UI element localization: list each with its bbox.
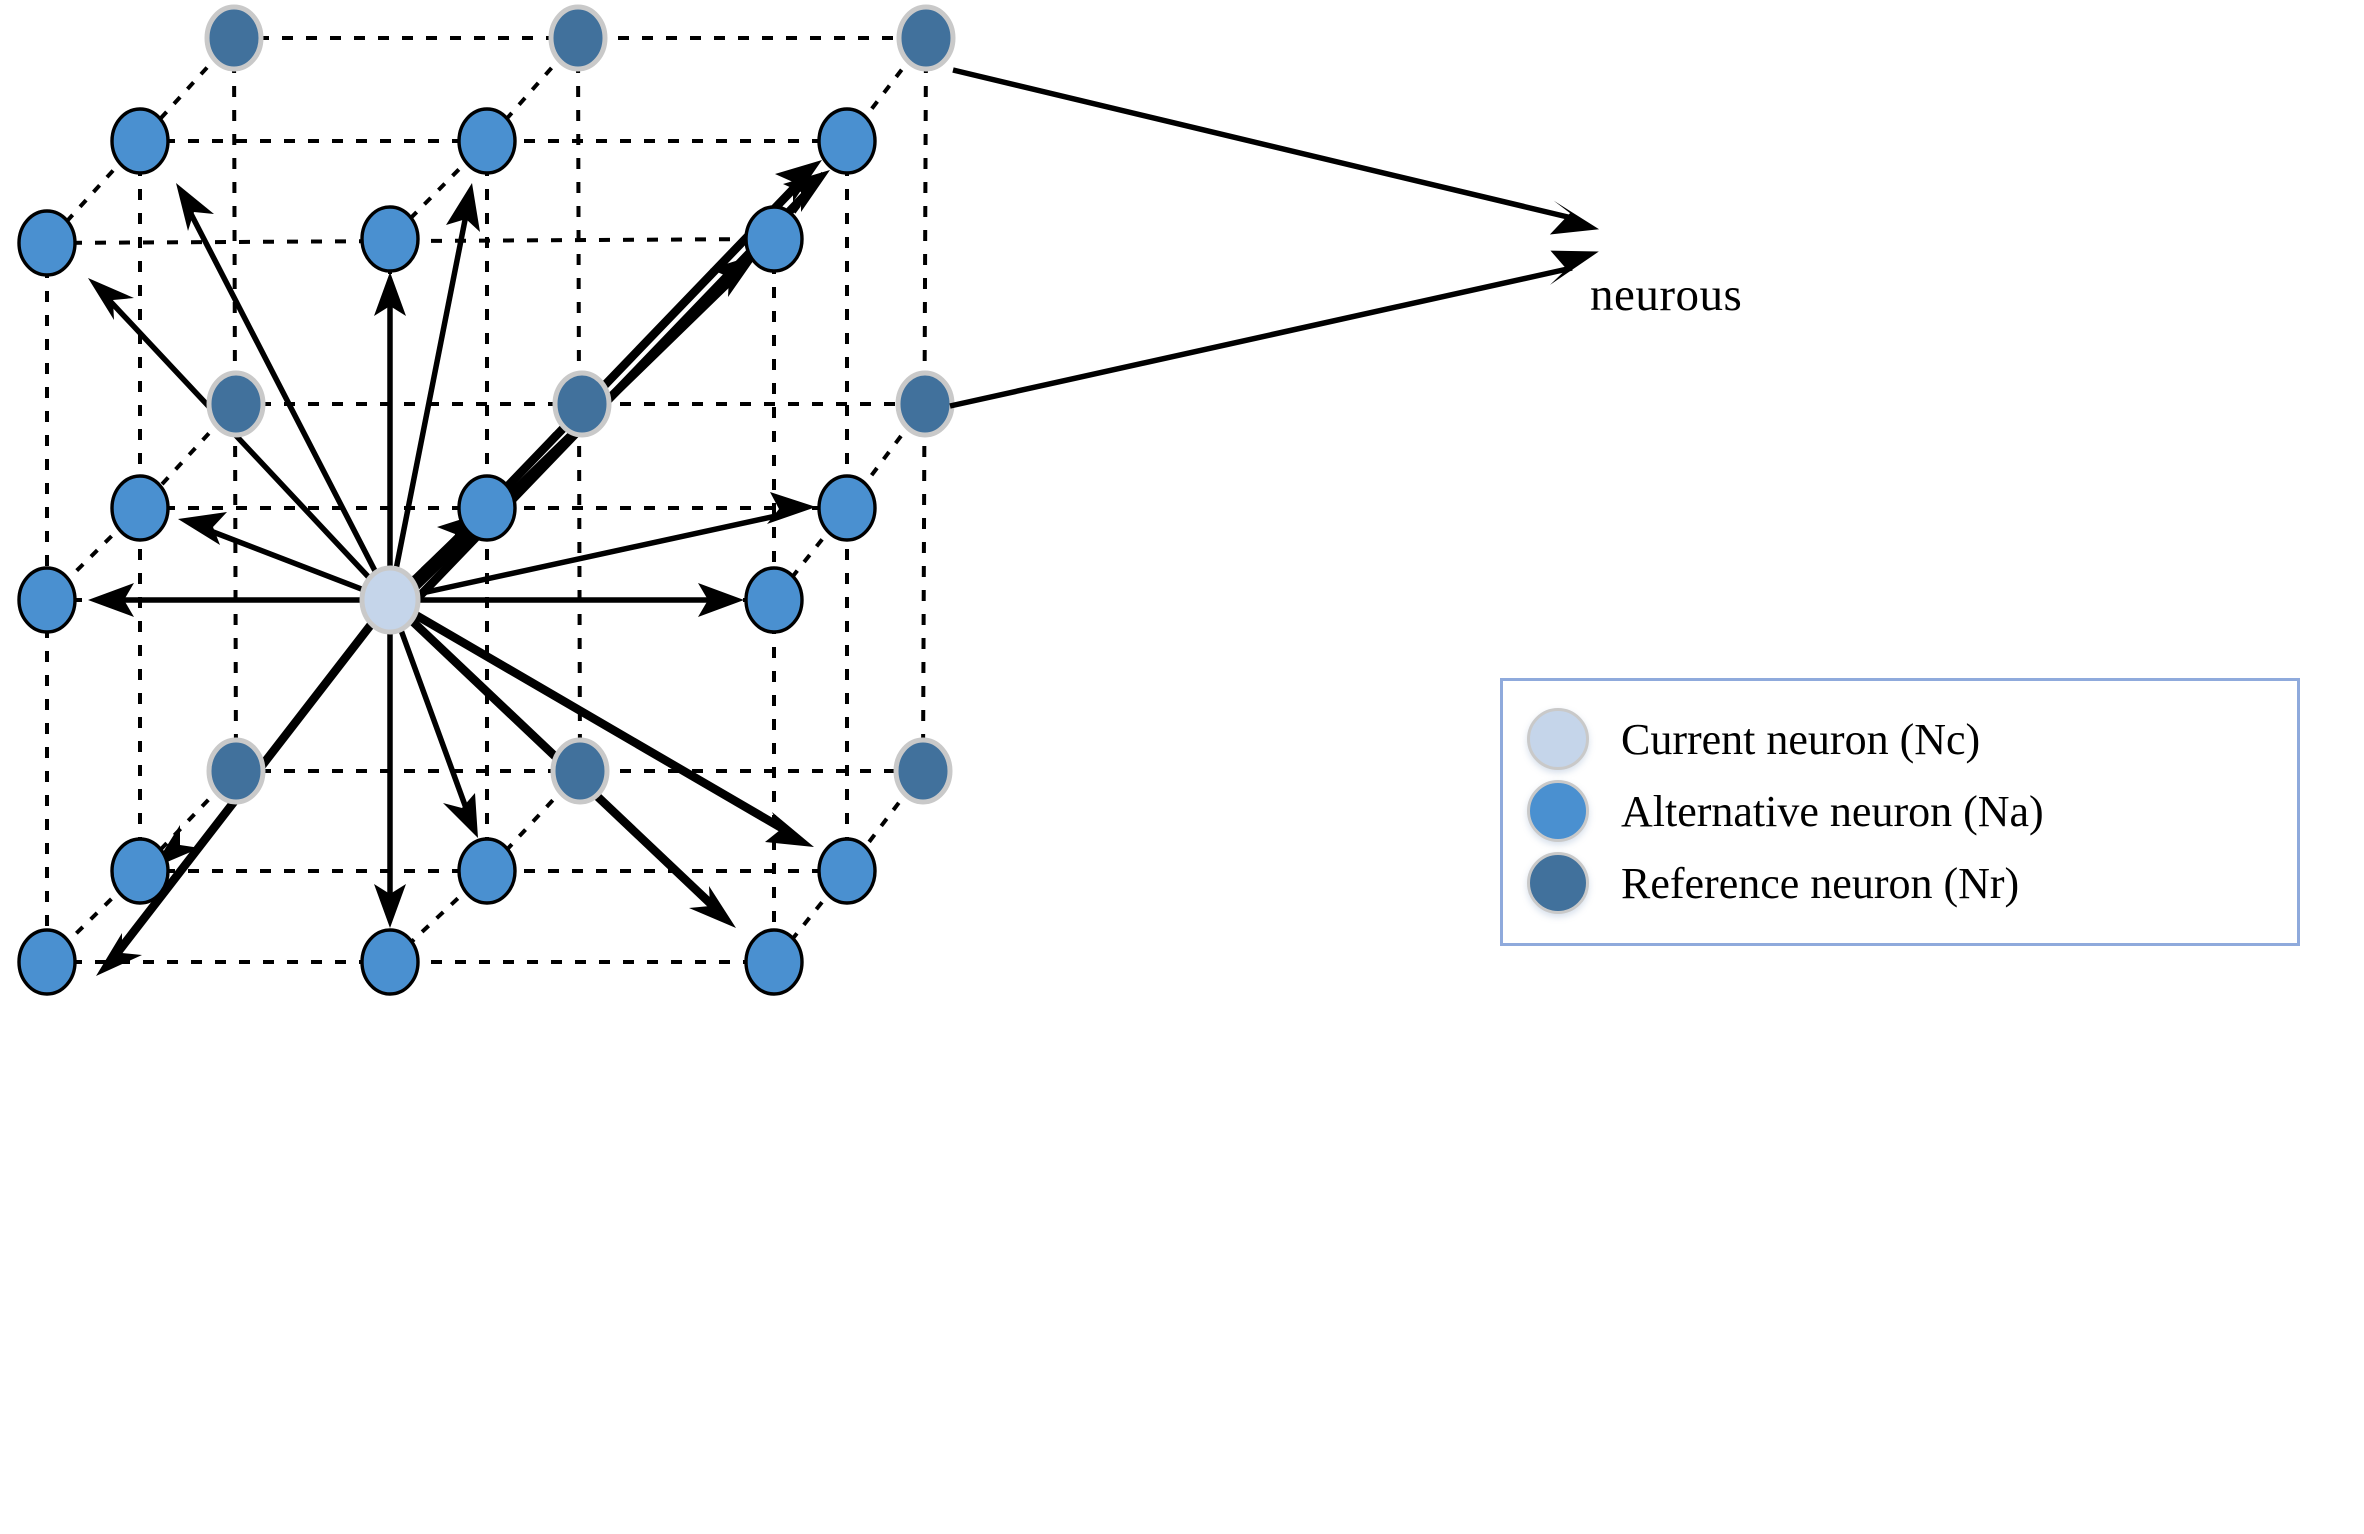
neurous-label: neurous: [1590, 269, 1742, 321]
node-alternative-neuron: [17, 209, 77, 277]
node-alternative-neuron: [817, 107, 877, 175]
node-reference-neuron: [204, 4, 264, 72]
node-alternative-neuron: [817, 474, 877, 542]
node-reference-neuron: [552, 370, 612, 438]
node-alternative-neuron: [744, 566, 804, 634]
legend-label-alternative-neuron: Alternative neuron (Na): [1621, 786, 2044, 836]
node-alternative-neuron: [360, 205, 420, 273]
legend-box: Current neuron (Nc) Alternative neuron (…: [1500, 678, 2300, 946]
legend-label-reference-neuron: Reference neuron (Nr): [1621, 858, 2020, 908]
lattice-nodes: [17, 4, 956, 996]
reference-neuron-circle-icon: [1527, 852, 1589, 914]
node-alternative-neuron: [360, 928, 420, 996]
node-alternative-neuron: [110, 107, 170, 175]
node-alternative-neuron: [817, 837, 877, 905]
node-alternative-neuron: [744, 928, 804, 996]
node-alternative-neuron: [110, 837, 170, 905]
node-alternative-neuron: [457, 474, 517, 542]
node-alternative-neuron: [110, 474, 170, 542]
node-reference-neuron: [548, 4, 608, 72]
node-alternative-neuron: [457, 837, 517, 905]
node-alternative-neuron: [17, 928, 77, 996]
node-reference-neuron: [893, 737, 953, 805]
legend-label-current-neuron: Current neuron (Nc): [1621, 714, 1981, 764]
node-current-neuron: [359, 565, 421, 635]
current-neuron-circle-icon: [1527, 708, 1589, 770]
legend-item-current-neuron: Current neuron (Nc): [1503, 703, 2297, 775]
node-reference-neuron: [895, 370, 955, 438]
alternative-neuron-circle-icon: [1527, 780, 1589, 842]
node-reference-neuron: [206, 370, 266, 438]
legend-item-alternative-neuron: Alternative neuron (Na): [1503, 775, 2297, 847]
node-reference-neuron: [896, 4, 956, 72]
neighbour-arrows: [88, 160, 830, 976]
node-alternative-neuron: [457, 107, 517, 175]
neurous-annotation-arrows: [949, 67, 1600, 409]
node-alternative-neuron: [17, 566, 77, 634]
node-reference-neuron: [206, 737, 266, 805]
node-reference-neuron: [550, 737, 610, 805]
node-alternative-neuron: [744, 205, 804, 273]
legend-item-reference-neuron: Reference neuron (Nr): [1503, 847, 2297, 919]
